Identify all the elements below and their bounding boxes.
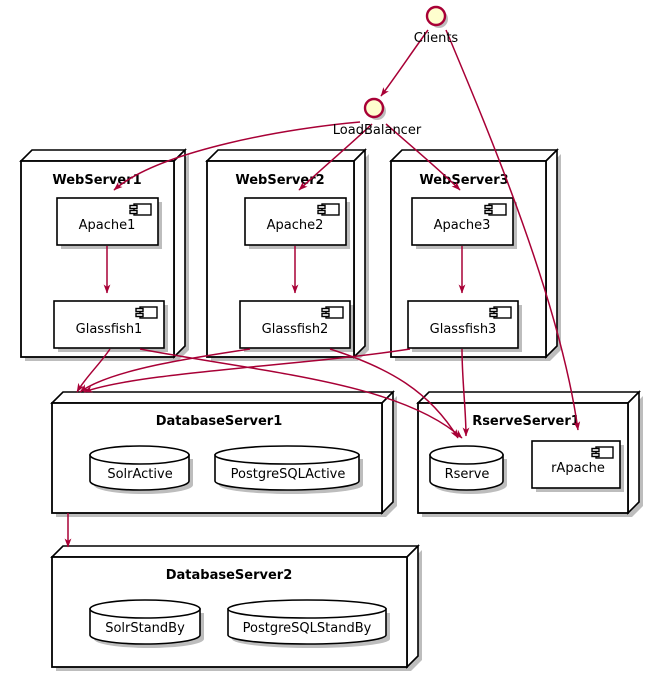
database-top-ellipse: [89, 445, 190, 465]
component-label: rApache: [551, 461, 605, 476]
database-label: PostgreSQLActive: [231, 467, 346, 482]
node-title: WebServer1: [52, 173, 141, 188]
node-side-face: [627, 390, 640, 515]
component-glassfish1[interactable]: Glassfish1: [53, 300, 168, 352]
component-apache2[interactable]: Apache2: [244, 197, 350, 249]
node-title: RserveServer1: [472, 414, 580, 429]
component-apache1[interactable]: Apache1: [56, 197, 162, 249]
component-glassfish3[interactable]: Glassfish3: [407, 300, 522, 352]
node-top-face: [19, 149, 187, 162]
component-icon: [591, 446, 614, 459]
node-top-face: [50, 391, 395, 404]
database-top-ellipse: [227, 599, 387, 619]
component-label: Glassfish1: [76, 322, 143, 337]
component-icon: [135, 306, 158, 319]
component-icon: [129, 203, 152, 216]
component-rapache[interactable]: rApache: [531, 440, 624, 492]
node-side-face: [173, 148, 186, 359]
component-apache3[interactable]: Apache3: [411, 197, 517, 249]
component-label: Apache2: [267, 218, 324, 233]
database-postgresqlactive[interactable]: PostgreSQLActive: [214, 445, 363, 494]
node-title: WebServer3: [419, 173, 508, 188]
database-body: [214, 454, 360, 491]
database-top-ellipse: [429, 445, 504, 465]
node-side-face: [406, 544, 419, 669]
database-label: SolrStandBy: [105, 621, 185, 636]
component-label: Glassfish3: [430, 322, 497, 337]
database-label: PostgreSQLStandBy: [243, 621, 372, 636]
database-body: [429, 454, 504, 491]
database-top-ellipse: [214, 445, 360, 465]
database-label: SolrActive: [107, 467, 172, 482]
component-label: Glassfish2: [262, 322, 329, 337]
database-rserve[interactable]: Rserve: [429, 445, 507, 494]
node-title: DatabaseServer1: [156, 414, 283, 429]
component-box: [531, 440, 621, 489]
component-icon: [321, 306, 344, 319]
node-side-face: [381, 390, 394, 515]
database-top-ellipse: [89, 599, 201, 619]
node-top-face: [50, 545, 420, 558]
database-body: [227, 608, 387, 645]
database-postgresqlstandby[interactable]: PostgreSQLStandBy: [227, 599, 390, 648]
database-solrstandby[interactable]: SolrStandBy: [89, 599, 204, 648]
component-label: Apache3: [434, 218, 491, 233]
database-body: [89, 608, 201, 645]
node-title: DatabaseServer2: [166, 568, 293, 583]
component-glassfish2[interactable]: Glassfish2: [239, 300, 354, 352]
database-body: [89, 454, 190, 491]
node-side-face: [545, 148, 558, 359]
database-label: Rserve: [445, 467, 490, 482]
node-top-face: [389, 149, 559, 162]
node-title: WebServer2: [235, 173, 324, 188]
database-solractive[interactable]: SolrActive: [89, 445, 193, 494]
component-icon: [317, 203, 340, 216]
component-label: Apache1: [79, 218, 136, 233]
node-side-face: [353, 148, 366, 359]
node-top-face: [205, 149, 367, 162]
node-top-face: [416, 391, 641, 404]
